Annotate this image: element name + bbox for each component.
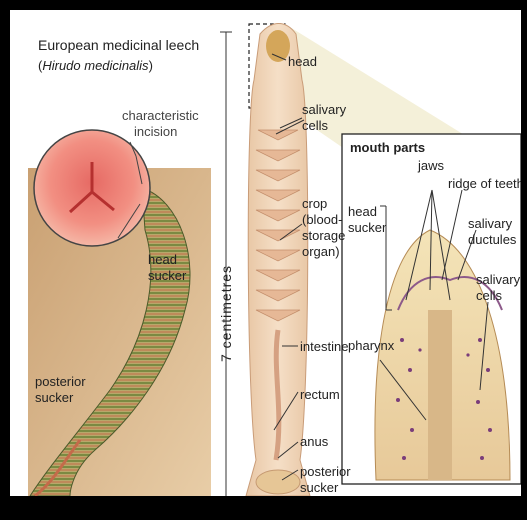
label-jaws: jaws (418, 158, 444, 173)
label-anus: anus (300, 434, 328, 449)
label-inset-salivary: salivary (476, 272, 520, 287)
diagram-title: European medicinal leech (38, 38, 199, 53)
label-pharynx: pharynx (348, 338, 394, 353)
label-posterior: posterior (300, 464, 351, 479)
label-salivary: salivary (302, 102, 346, 117)
label-head-left: head (148, 252, 177, 267)
label-crop-3: storage (302, 228, 345, 243)
label-crop-4: organ) (302, 244, 340, 259)
label-inset-head: head (348, 204, 377, 219)
label-posterior-sucker-left: sucker (35, 390, 73, 405)
species-italic: Hirudo medicinalis (42, 58, 148, 73)
label-inset-sucker: sucker (348, 220, 386, 235)
species-name: (Hirudo medicinalis) (38, 58, 153, 73)
label-inset-cells: cells (476, 288, 502, 303)
label-sucker-left: sucker (148, 268, 186, 283)
inset-title: mouth parts (350, 140, 425, 155)
label-head: head (288, 54, 317, 69)
diagram-artwork (10, 10, 521, 496)
label-characteristic: characteristic (122, 108, 199, 123)
label-posterior-sucker: sucker (300, 480, 338, 495)
label-intestine: intestine (300, 339, 348, 354)
paren-close: ) (149, 58, 153, 73)
label-salivary-ductules: salivary (468, 216, 512, 231)
label-crop: crop (302, 196, 327, 211)
intestine (276, 330, 279, 460)
label-ridge-of-teeth: ridge of teeth (448, 176, 521, 191)
scale-label: 7 centimetres (218, 265, 234, 362)
diagram-panel: European medicinal leech (Hirudo medicin… (10, 10, 521, 496)
anatomy-head (266, 30, 290, 62)
label-ductules: ductules (468, 232, 516, 247)
label-rectum: rectum (300, 387, 340, 402)
label-crop-2: (blood- (302, 212, 342, 227)
anatomy-posterior-sucker (256, 470, 300, 494)
label-incision: incision (134, 124, 177, 139)
label-posterior-left: posterior (35, 374, 86, 389)
label-salivary-cells: cells (302, 118, 328, 133)
